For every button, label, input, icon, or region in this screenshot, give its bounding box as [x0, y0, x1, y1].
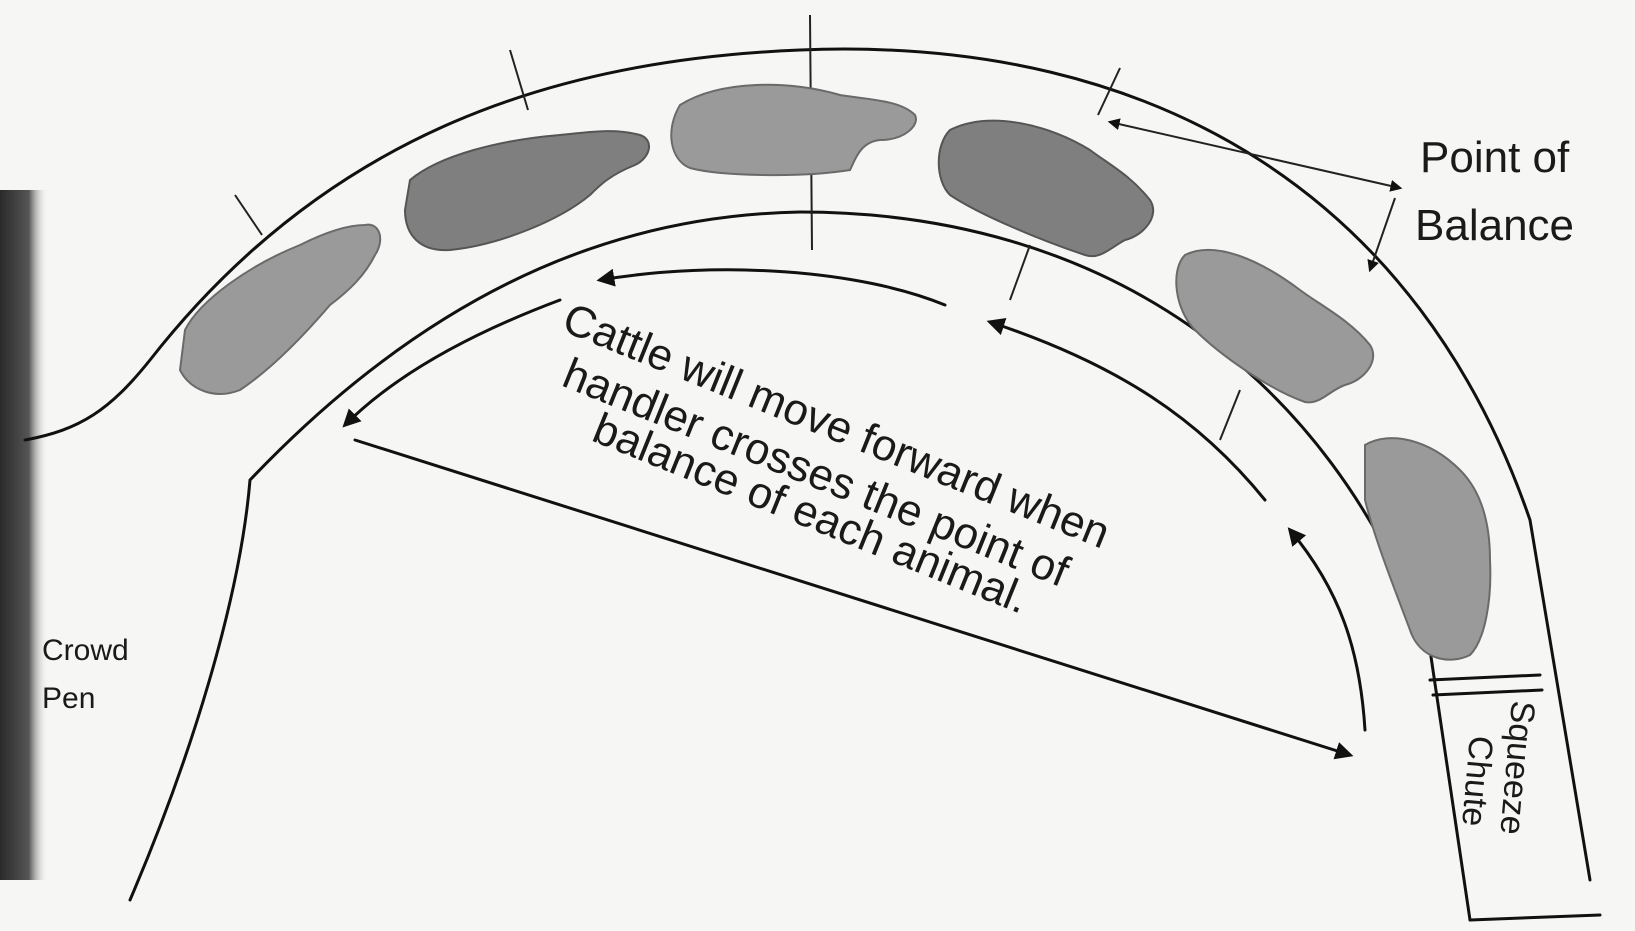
handler-path-right-lower: [1290, 530, 1365, 730]
point-of-balance-line-2: Balance: [1415, 201, 1574, 250]
cattle-group: [180, 85, 1490, 660]
cow-2: [405, 131, 649, 250]
cow-5: [1176, 250, 1373, 402]
cow-3: [671, 85, 916, 175]
cow-1: [180, 225, 380, 394]
crowd-pen-line-1: Crowd: [42, 634, 129, 667]
chute-line-1: Squeeze: [1492, 699, 1542, 836]
handler-path-left-arc-2: [345, 300, 560, 425]
crowd-pen-label: Crowd Pen: [42, 634, 129, 715]
point-of-balance-pointers: [1110, 122, 1400, 270]
handler-path-left-arc: [600, 270, 945, 305]
cow-4: [939, 121, 1153, 256]
point-of-balance-label: Point of Balance: [1415, 133, 1574, 250]
point-of-balance-line-1: Point of: [1420, 133, 1570, 182]
crowd-pen-line-2: Pen: [42, 682, 95, 715]
left-shadow-bar: [0, 190, 48, 880]
squeeze-chute-label: Squeeze Chute: [1454, 699, 1542, 836]
cow-6: [1365, 438, 1490, 660]
chute-line-2: Chute: [1454, 734, 1500, 828]
main-explanation-text: Cattle will move forward when handler cr…: [556, 294, 1116, 624]
